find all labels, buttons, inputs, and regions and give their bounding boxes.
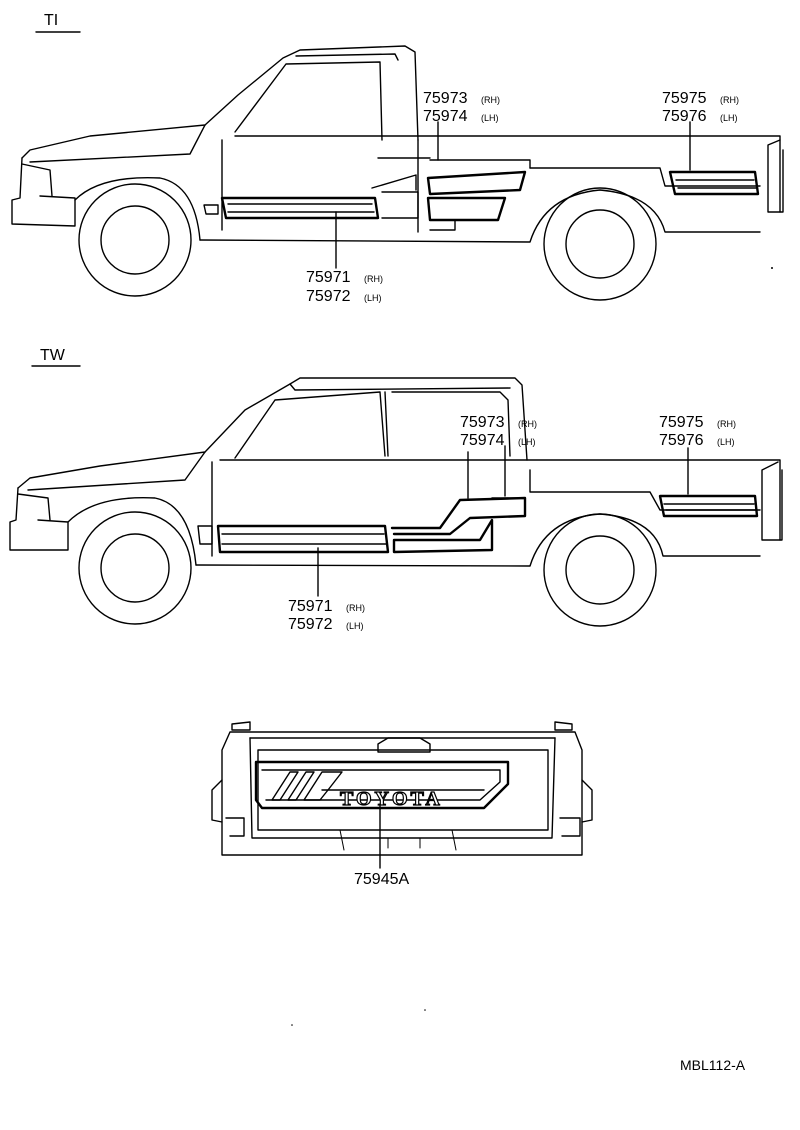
part-label-ti-75974: 75974 xyxy=(423,108,468,125)
truck-ti-outline xyxy=(11,45,784,301)
part-label-tw-75971: 75971 xyxy=(288,598,333,615)
part-label-75945A: 75945A xyxy=(354,871,409,888)
part-label-ti-75976: 75976 xyxy=(662,108,707,125)
tailgate-decal: TOYOTA xyxy=(254,760,510,811)
part-label-ti-75975: 75975 xyxy=(662,90,707,107)
part-label-ti-75971: 75971 xyxy=(306,269,351,286)
side-label-ti-75975: (RH) xyxy=(720,95,739,105)
side-label-tw-75973: (RH) xyxy=(518,419,537,429)
section-tw: TW xyxy=(9,347,783,633)
tw-door-stripe xyxy=(216,524,390,554)
ti-bed-stripe xyxy=(668,170,760,196)
part-label-tw-75974: 75974 xyxy=(460,432,505,449)
tw-cab-stripe xyxy=(390,496,527,554)
side-label-ti-75971: (RH) xyxy=(364,274,383,284)
section-ti: TI xyxy=(11,12,784,305)
side-label-ti-75976: (LH) xyxy=(720,113,738,123)
side-label-tw-75975: (RH) xyxy=(717,419,736,429)
truck-tw-outline xyxy=(9,377,783,627)
ti-door-stripe xyxy=(220,196,380,220)
ti-cab-stripe xyxy=(371,170,527,222)
side-label-tw-75972: (LH) xyxy=(346,621,364,631)
side-label-tw-75971: (RH) xyxy=(346,603,365,613)
part-label-tw-75972: 75972 xyxy=(288,616,333,633)
section-tw-label: TW xyxy=(40,347,66,364)
part-label-tw-75973: 75973 xyxy=(460,414,505,431)
part-label-ti-75973: 75973 xyxy=(423,90,468,107)
side-label-tw-75974: (LH) xyxy=(518,437,536,447)
part-label-tw-75975: 75975 xyxy=(659,414,704,431)
part-label-ti-75972: 75972 xyxy=(306,288,351,305)
side-label-ti-75974: (LH) xyxy=(481,113,499,123)
tailgate-logo-text: TOYOTA xyxy=(340,788,443,810)
side-label-ti-75972: (LH) xyxy=(364,293,382,303)
side-label-ti-75973: (RH) xyxy=(481,95,500,105)
section-ti-label: TI xyxy=(44,12,58,29)
part-label-tw-75976: 75976 xyxy=(659,432,704,449)
diagram-code: MBL112-A xyxy=(680,1057,746,1073)
side-label-tw-75976: (LH) xyxy=(717,437,735,447)
section-tailgate: TOYOTA 75945A xyxy=(211,721,593,888)
tailgate-outline xyxy=(211,721,593,856)
tw-bed-stripe xyxy=(658,494,759,518)
